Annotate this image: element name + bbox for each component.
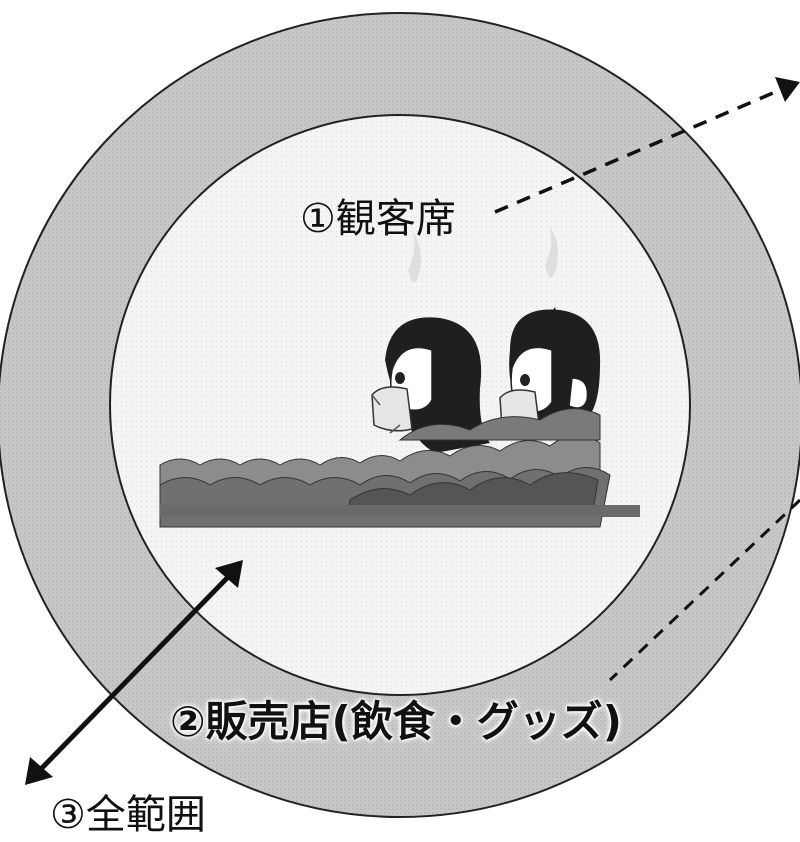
spectators-illustration (371, 307, 601, 453)
crowd-illustration (159, 408, 640, 528)
boy-figure (499, 307, 601, 435)
label-seats: ①観客席 (300, 196, 456, 242)
double-arrow (25, 560, 243, 785)
label-shops: ②販売店(飲食・グッズ) (170, 697, 622, 746)
dashed-line (608, 498, 800, 682)
label-all-area: ③全範囲 (50, 792, 206, 838)
dashed-arrow (494, 88, 781, 214)
steam-wisps (408, 225, 558, 283)
girl-figure (371, 317, 490, 453)
